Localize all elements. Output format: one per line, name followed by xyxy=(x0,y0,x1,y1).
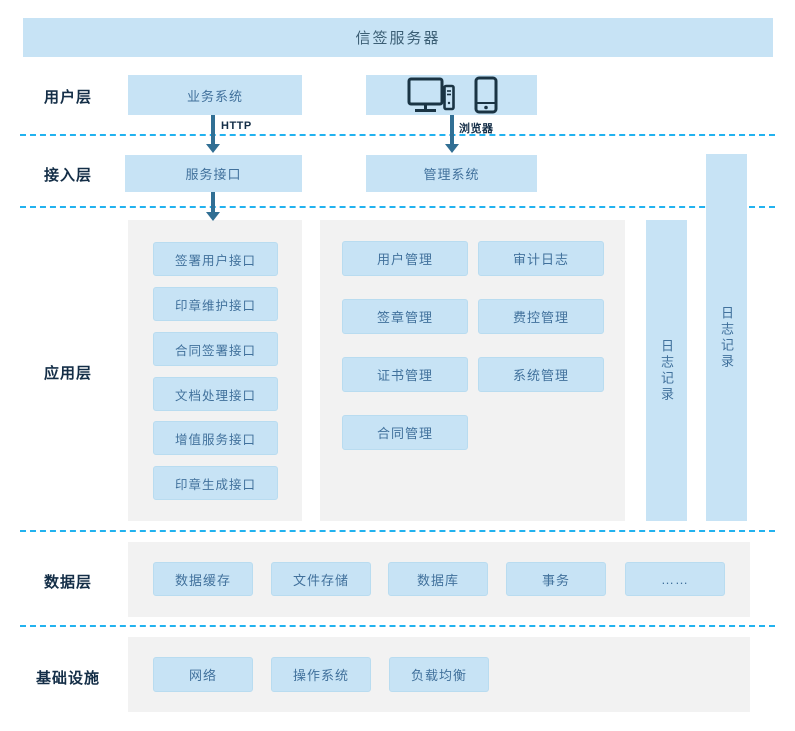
browser-label: 浏览器 xyxy=(459,123,494,135)
layer-divider-4 xyxy=(20,625,775,627)
layer-label-user: 用户层 xyxy=(43,89,92,106)
business-system-box: 业务系统 xyxy=(128,75,302,115)
module-box: 费控管理 xyxy=(478,299,604,334)
diagram-title-banner: 信签服务器 xyxy=(23,18,773,57)
arrow-devices-to-management-head xyxy=(445,144,459,153)
infra-box: 负载均衡 xyxy=(389,657,489,692)
interface-box: 合同签署接口 xyxy=(153,332,278,366)
arrow-business-to-service xyxy=(211,115,215,145)
layer-label-access: 接入层 xyxy=(43,167,92,184)
interface-box: 签署用户接口 xyxy=(153,242,278,276)
log-record-bar-inner: 日志记录 xyxy=(646,220,687,521)
desktop-icon xyxy=(406,76,456,114)
module-box: 系统管理 xyxy=(478,357,604,392)
interface-box: 印章生成接口 xyxy=(153,466,278,500)
http-protocol-label: HTTP xyxy=(221,120,252,132)
log-record-bar-outer: 日志记录 xyxy=(706,154,747,521)
diagram-title: 信签服务器 xyxy=(355,30,441,47)
layer-label-infra: 基础设施 xyxy=(35,670,100,687)
module-box: 审计日志 xyxy=(478,241,604,276)
infra-box: 操作系统 xyxy=(271,657,371,692)
management-system-box: 管理系统 xyxy=(366,155,537,192)
data-box: 数据缓存 xyxy=(153,562,253,596)
layer-divider-2 xyxy=(20,206,775,208)
data-box: 数据库 xyxy=(388,562,488,596)
interface-box: 文档处理接口 xyxy=(153,377,278,411)
module-box: 签章管理 xyxy=(342,299,468,334)
module-box: 合同管理 xyxy=(342,415,468,450)
infra-box: 网络 xyxy=(153,657,253,692)
log-record-bar-inner-label: 日志记录 xyxy=(659,338,674,403)
client-devices-box xyxy=(366,75,537,115)
interface-box: 印章维护接口 xyxy=(153,287,278,321)
log-record-bar-outer-label: 日志记录 xyxy=(719,305,734,370)
layer-label-app: 应用层 xyxy=(43,365,92,382)
mobile-icon xyxy=(474,76,498,114)
layer-divider-1 xyxy=(20,134,775,136)
arrow-service-to-app-head xyxy=(206,212,220,221)
arrow-devices-to-management xyxy=(450,115,454,145)
data-box: 事务 xyxy=(506,562,606,596)
layer-divider-3 xyxy=(20,530,775,532)
arrow-service-to-app xyxy=(211,192,215,213)
module-box: 用户管理 xyxy=(342,241,468,276)
data-box: 文件存储 xyxy=(271,562,371,596)
data-box: …… xyxy=(625,562,725,596)
layer-label-data: 数据层 xyxy=(43,574,92,591)
module-box: 证书管理 xyxy=(342,357,468,392)
service-interface-box: 服务接口 xyxy=(125,155,302,192)
interface-box: 增值服务接口 xyxy=(153,421,278,455)
arrow-business-to-service-head xyxy=(206,144,220,153)
